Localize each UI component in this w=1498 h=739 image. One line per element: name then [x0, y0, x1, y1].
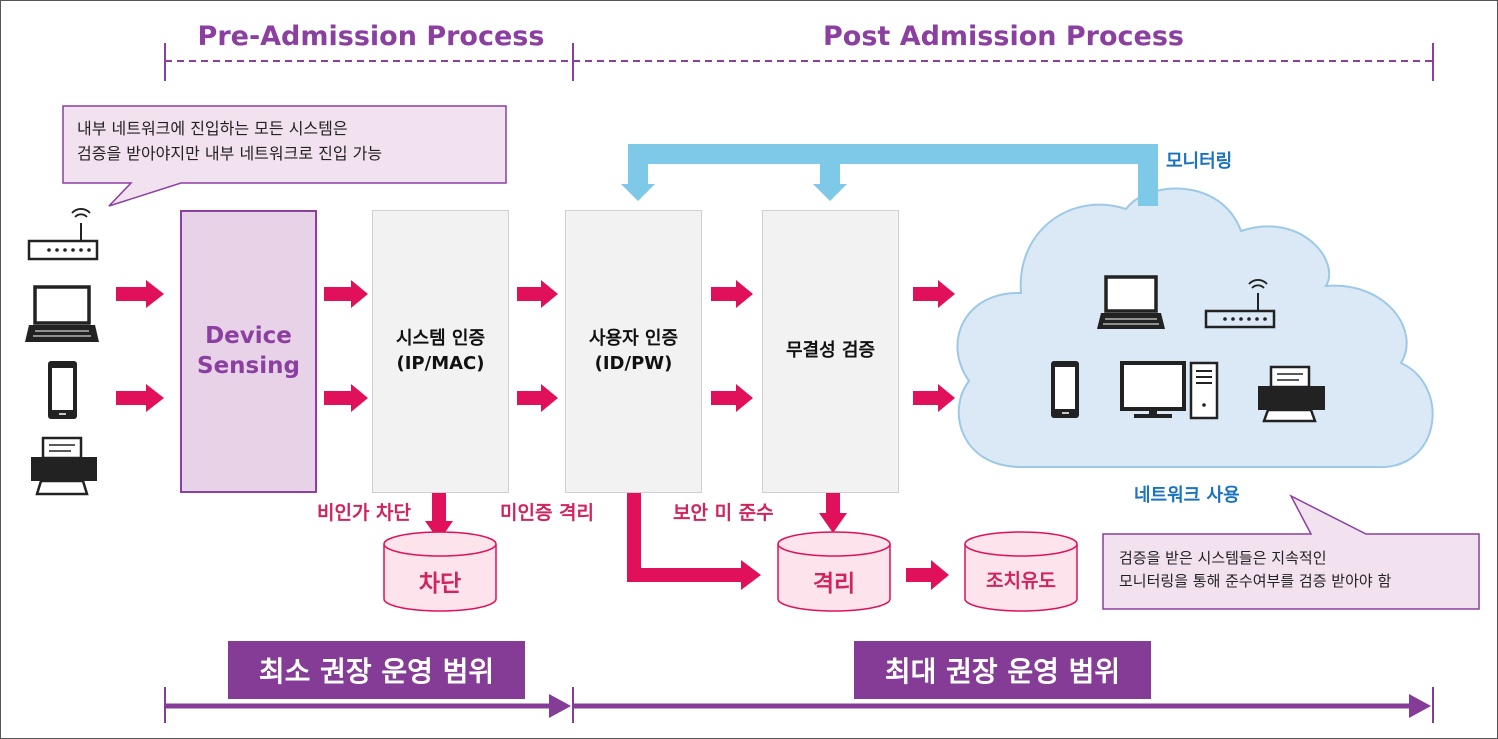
- post-admission-title: Post Admission Process: [822, 21, 1184, 52]
- flow-arrows: [116, 280, 955, 590]
- unauthorized-block-label: 비인가 차단: [317, 502, 412, 524]
- device-sensing-box: Device Sensing: [180, 210, 317, 493]
- desktop-computer-icon: [1120, 361, 1219, 420]
- system-auth-step: 시스템 인증 (IP/MAC): [372, 210, 509, 493]
- quarantine-label: 격리: [812, 571, 856, 597]
- top-callout-bubble: [62, 105, 507, 207]
- block-label: 차단: [418, 571, 462, 597]
- monitoring-label: 모니터링: [1166, 151, 1233, 172]
- network-cloud: [956, 187, 1434, 469]
- remediation-label: 조치유도: [986, 570, 1056, 592]
- smartphone-icon: [1051, 361, 1079, 418]
- wifi-router-icon: [27, 208, 99, 261]
- pre-admission-title: Pre-Admission Process: [197, 21, 545, 52]
- top-callout-text: 내부 네트워크에 진입하는 모든 시스템은 검증을 받아야지만 내부 네트워크로…: [77, 119, 383, 163]
- min-range-box: 최소 권장 운영 범위: [228, 641, 525, 699]
- user-auth-step: 사용자 인증 (ID/PW): [565, 210, 702, 493]
- network-usage-label: 네트워크 사용: [1134, 485, 1240, 506]
- integrity-check-step: 무결성 검증: [762, 210, 899, 493]
- range-arrows: [164, 687, 1434, 723]
- phase-divider-lines: [164, 43, 1434, 81]
- remediation-cylinder: [964, 531, 1078, 612]
- monitoring-arrows: [621, 144, 1158, 206]
- printer-icon: [1258, 365, 1325, 423]
- block-cylinder: [383, 531, 497, 612]
- security-noncompliance-label: 보안 미 준수: [673, 502, 774, 524]
- unauthenticated-quarantine-label: 미인증 격리: [500, 502, 595, 524]
- max-range-box: 최대 권장 운영 범위: [854, 641, 1151, 699]
- printer-icon: [31, 436, 97, 496]
- bottom-callout-text: 검증을 받은 시스템들은 지속적인 모니터링을 통해 준수여부를 검증 받아야 …: [1119, 549, 1392, 591]
- smartphone-icon: [48, 361, 77, 419]
- laptop-icon: [25, 285, 99, 342]
- quarantine-cylinder: [777, 531, 891, 612]
- laptop-icon: [1097, 275, 1165, 329]
- wifi-router-icon: [1204, 279, 1276, 329]
- bottom-callout-bubble: [1102, 494, 1480, 610]
